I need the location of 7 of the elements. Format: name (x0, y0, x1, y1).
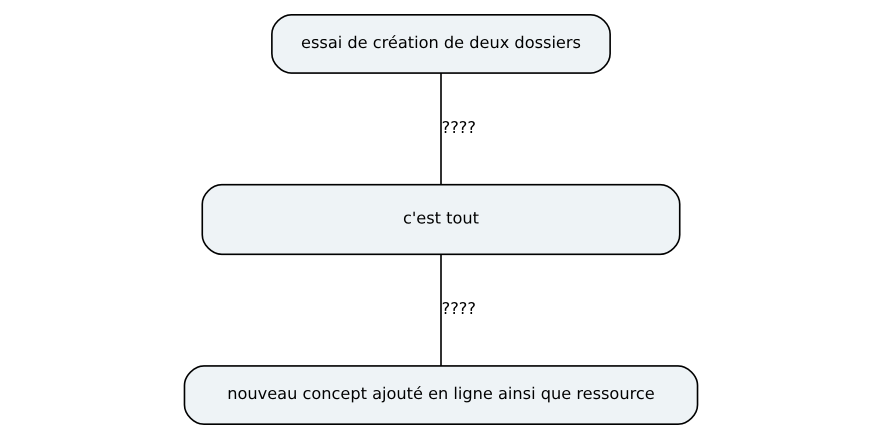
node-box: nouveau concept ajouté en ligne ainsi que ressource (183, 365, 698, 426)
node-box: c'est tout (200, 184, 680, 256)
edge-label: ???? (441, 118, 476, 137)
connector (440, 73, 442, 184)
edge-label: ???? (441, 299, 476, 318)
node-box: essai de création de deux dossiers (270, 14, 610, 74)
connector (440, 254, 442, 366)
